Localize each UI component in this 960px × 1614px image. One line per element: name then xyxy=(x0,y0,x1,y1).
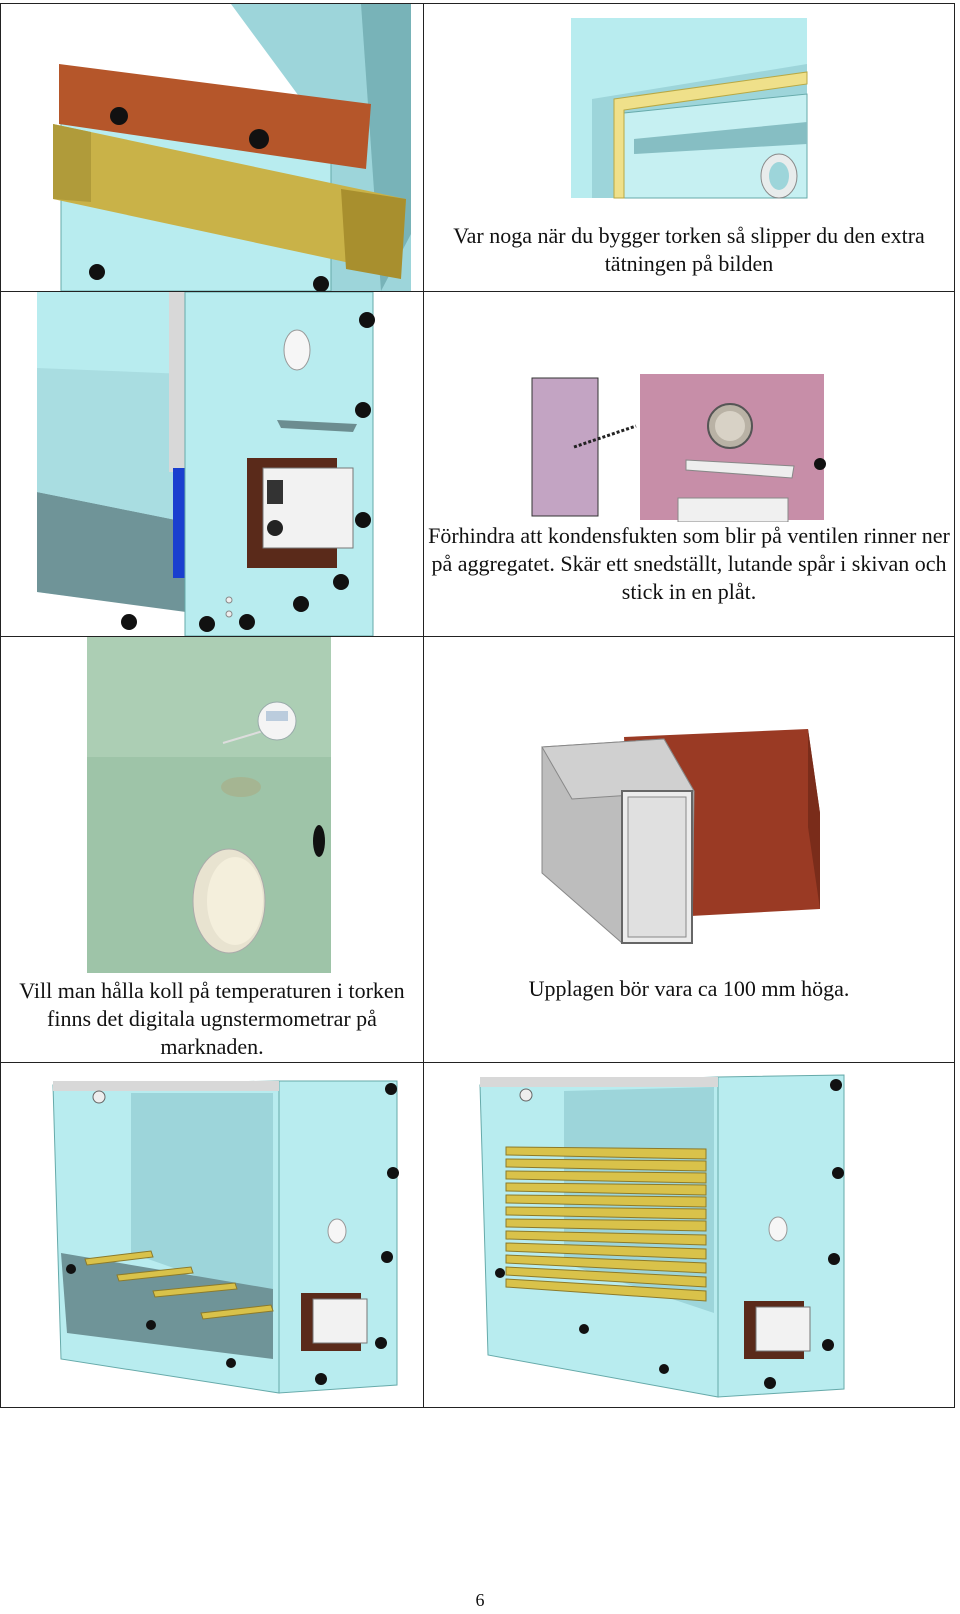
caption-thermometer: Vill man hålla koll på temperaturen i to… xyxy=(19,978,405,1059)
cell-thermometer: Vill man hålla koll på temperaturen i to… xyxy=(0,636,424,1063)
page-number: 6 xyxy=(475,1590,485,1610)
loaded-dryer-illustration xyxy=(479,1074,845,1398)
cell-seal: Var noga när du bygger torken så slipper… xyxy=(423,3,955,292)
cell-loaded-dryer xyxy=(423,1062,955,1408)
cell-supports: Upplagen bör vara ca 100 mm höga. xyxy=(423,636,955,1063)
bolt-icon xyxy=(89,264,105,280)
supports-illustration xyxy=(541,729,820,944)
caption-supports: Upplagen bör vara ca 100 mm höga. xyxy=(528,976,850,1001)
empty-dryer-illustration xyxy=(52,1080,399,1394)
seal-illustration xyxy=(571,18,808,199)
bolt-icon xyxy=(249,129,269,149)
image-grid: Var noga när du bygger torken så slipper… xyxy=(0,3,955,1408)
bolt-icon xyxy=(313,276,329,291)
cell-drip-plate: Förhindra att kondensfukten som blir på … xyxy=(423,291,955,637)
cell-unit-side xyxy=(0,291,424,637)
door-frame-illustration xyxy=(53,4,411,291)
thermometer-photo xyxy=(87,637,331,973)
cell-door-frame xyxy=(0,3,424,292)
caption-seal: Var noga när du bygger torken så slipper… xyxy=(453,223,925,276)
caption-drip-plate: Förhindra att kondensfukten som blir på … xyxy=(428,523,950,604)
unit-side-illustration xyxy=(37,292,375,636)
cell-empty-dryer xyxy=(0,1062,424,1408)
bolt-icon xyxy=(110,107,128,125)
drip-plate-illustration xyxy=(531,374,826,522)
